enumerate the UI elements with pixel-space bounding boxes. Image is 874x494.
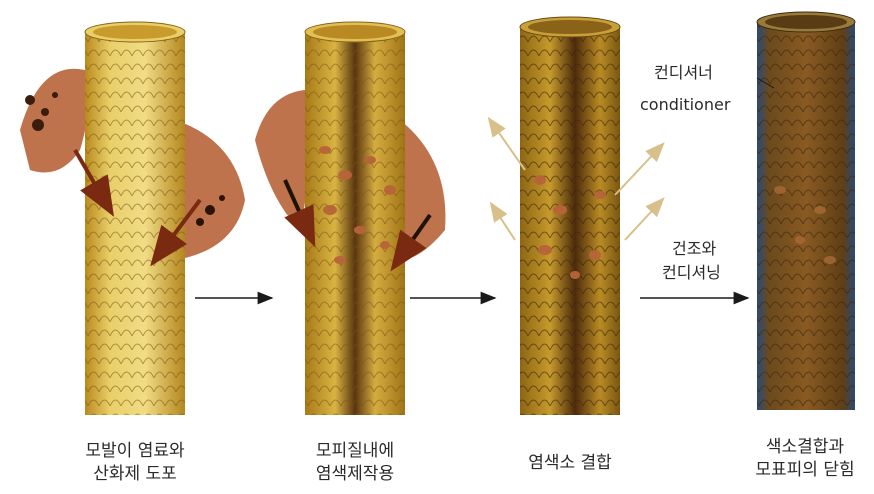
stage-caption-2: 모피질내에 염색제작용 bbox=[285, 440, 425, 486]
stage-caption-2-line-1: 모피질내에 bbox=[285, 440, 425, 463]
stage-caption-4-line-2: 모표피의 닫힘 bbox=[735, 459, 874, 482]
stage-caption-3: 염색소 결합 bbox=[505, 452, 635, 475]
stage-caption-4: 색소결합과 모표피의 닫힘 bbox=[735, 436, 874, 482]
stage-caption-3-line-1: 염색소 결합 bbox=[505, 452, 635, 475]
hair-strand-stage-3 bbox=[490, 17, 662, 415]
conditioner-label-en: conditioner bbox=[640, 94, 730, 115]
hair-strand-stage-1 bbox=[20, 22, 245, 415]
stage-caption-1-line-2: 산화제 도포 bbox=[60, 463, 210, 486]
dry-conditioning-label-line2: 컨디셔닝 bbox=[662, 262, 721, 283]
stage-caption-2-line-2: 염색제작용 bbox=[285, 463, 425, 486]
hair-strand-stage-2 bbox=[255, 22, 445, 415]
stage-caption-1: 모발이 염료와 산화제 도포 bbox=[60, 440, 210, 486]
stage-caption-4-line-1: 색소결합과 bbox=[735, 436, 874, 459]
hair-strand-stage-4 bbox=[757, 12, 855, 410]
dry-conditioning-label-line1: 건조와 bbox=[672, 238, 716, 259]
conditioner-label-ko: 컨디셔너 bbox=[654, 62, 713, 83]
stage-caption-1-line-1: 모발이 염료와 bbox=[60, 440, 210, 463]
